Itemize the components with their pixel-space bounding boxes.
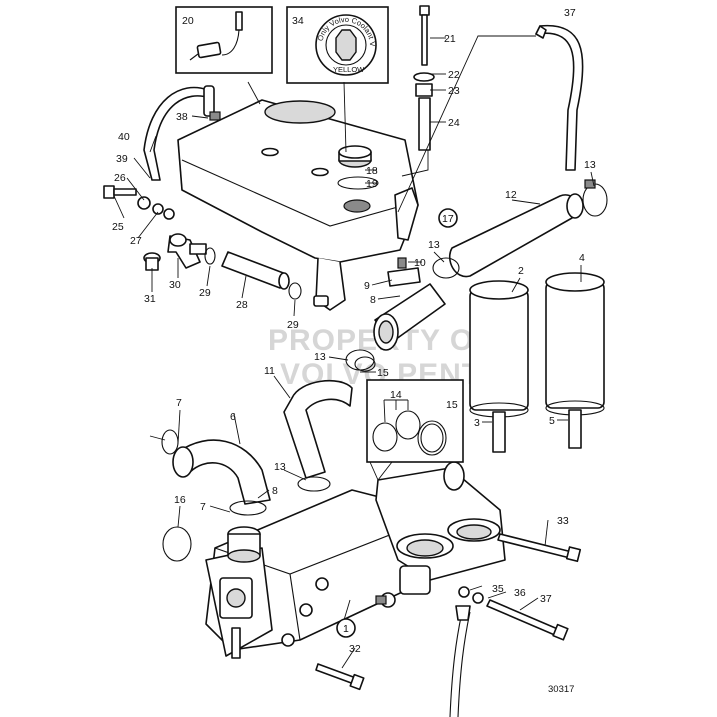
overflow-hose: [143, 85, 221, 181]
seal-ring: [162, 526, 192, 562]
callout-17-circle: [438, 208, 458, 228]
expansion-tank: [177, 99, 419, 311]
cap-color-word: YELLOW: [333, 65, 365, 74]
callout-35: 35: [492, 583, 504, 595]
callout-1-circle: [336, 618, 356, 638]
callout-13-middle: 13: [314, 351, 326, 363]
bolts-bottom: [315, 533, 582, 691]
callout-40: 40: [118, 131, 130, 143]
callout-39: 39: [116, 153, 128, 165]
callout-5: 5: [549, 415, 555, 427]
coolant-filter-right: [545, 272, 605, 449]
callout-numbers: 20 34 21 37 22 23 24 38 40 39 26 25 27 3…: [112, 7, 596, 695]
callout-12: 12: [505, 189, 517, 201]
callout-24: 24: [448, 117, 460, 129]
callout-28: 28: [236, 299, 248, 311]
callout-14: 14: [390, 389, 402, 401]
callout-18: 18: [366, 165, 378, 177]
callout-37-bottom: 37: [540, 593, 552, 605]
elbow-hose: [149, 429, 271, 516]
callout-9: 9: [364, 280, 370, 292]
bypass-hose: [221, 251, 302, 300]
hose-top-right: [535, 24, 584, 171]
callout-13-top-right: 13: [584, 159, 596, 171]
bolt-and-spacers: [413, 5, 435, 151]
callout-3: 3: [474, 417, 480, 429]
callout-15-middle: 15: [377, 367, 389, 379]
reference-number: 30317: [548, 684, 574, 695]
callout-2: 2: [518, 265, 524, 277]
callout-1: 1: [343, 623, 349, 635]
manifold-top: [375, 461, 506, 608]
callout-13-upper: 13: [428, 239, 440, 251]
callout-25: 25: [112, 221, 124, 233]
callout-11: 11: [264, 365, 275, 377]
callout-30: 30: [169, 279, 181, 291]
callout-7-upper: 7: [176, 397, 182, 409]
leader-lines: [113, 35, 595, 669]
callout-20: 20: [182, 15, 194, 27]
elbow-fitting: [143, 233, 216, 271]
callout-33: 33: [557, 515, 569, 527]
callout-29-left: 29: [199, 287, 211, 299]
callout-8-upper: 8: [370, 294, 376, 306]
callout-31: 31: [144, 293, 156, 305]
heat-exchanger: [205, 489, 431, 659]
callout-22: 22: [448, 69, 460, 81]
callout-32: 32: [349, 643, 361, 655]
callout-19: 19: [366, 178, 378, 190]
filler-cap: [337, 145, 379, 213]
callout-34: 34: [292, 15, 304, 27]
callout-27: 27: [130, 235, 142, 247]
thermostat-housing: [373, 257, 460, 351]
callout-23: 23: [448, 85, 460, 97]
sensor-cable: [449, 586, 484, 717]
callout-4: 4: [579, 252, 585, 264]
callout-17: 17: [442, 213, 454, 225]
coolant-filter-left: [469, 280, 529, 453]
callout-29-right: 29: [287, 319, 299, 331]
callout-21: 21: [444, 33, 456, 45]
callout-13-lower: 13: [274, 461, 286, 473]
callout-16: 16: [174, 494, 186, 506]
upper-hose: [448, 179, 608, 278]
inset-o-rings: [366, 379, 464, 481]
inset-sensor: [175, 6, 273, 74]
callout-8-lower: 8: [272, 485, 278, 497]
callout-38: 38: [176, 111, 188, 123]
callout-15-inset: 15: [446, 399, 458, 411]
callout-7-lower: 7: [200, 501, 206, 513]
callout-10: 10: [414, 257, 426, 269]
bolt-washer-set: [103, 185, 175, 220]
callout-36: 36: [514, 587, 526, 599]
callout-37-top: 37: [564, 7, 576, 19]
lower-hose: [283, 380, 353, 492]
callout-6: 6: [230, 411, 236, 423]
callout-26: 26: [114, 172, 126, 184]
